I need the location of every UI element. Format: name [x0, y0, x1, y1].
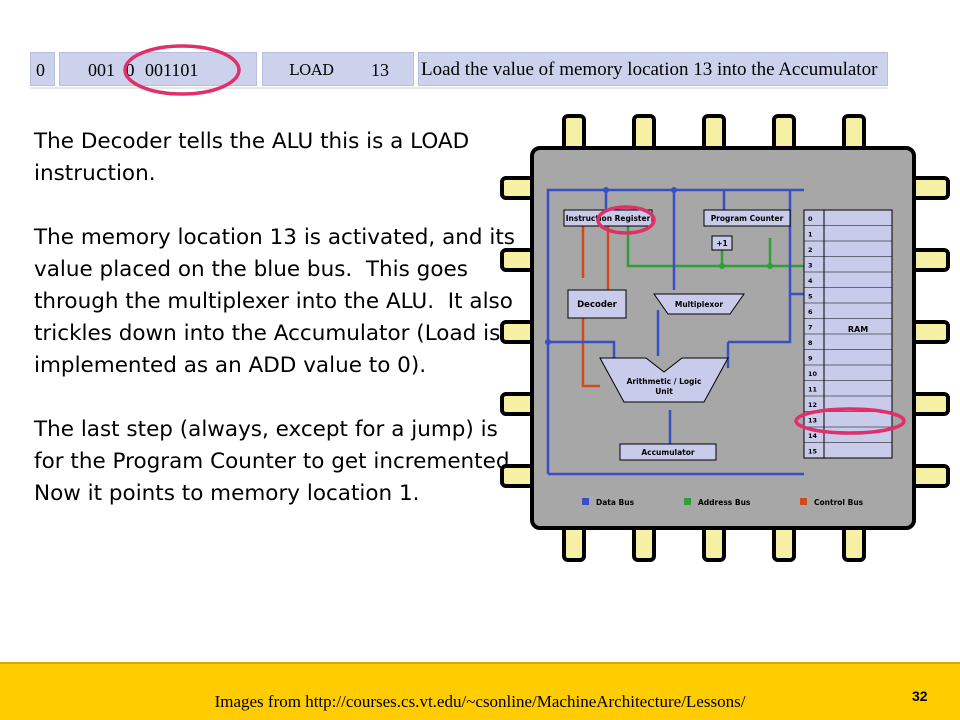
ram-address-12: 12 — [808, 401, 817, 409]
legend-control-bus-label: Control Bus — [814, 498, 864, 507]
ram-address-5: 5 — [808, 293, 813, 301]
decoder-label: Decoder — [577, 300, 618, 310]
ram-address-15: 15 — [808, 448, 818, 456]
opcode-highlight-ring — [123, 44, 241, 96]
legend-data-bus-label: Data Bus — [596, 498, 635, 507]
paragraph-memory: The memory location 13 is activated, and… — [34, 225, 515, 378]
ram-address-0: 0 — [808, 215, 813, 223]
alu-label-line1: Arithmetic / Logic — [627, 377, 702, 386]
instruction-register-label: Instruction Register — [566, 214, 651, 223]
ram-address-11: 11 — [808, 386, 818, 394]
chip-pins — [500, 114, 950, 562]
data-bus-lines — [546, 188, 804, 476]
opcode-part-a: 001 — [88, 60, 115, 80]
ram-address-6: 6 — [808, 308, 813, 316]
accumulator-label: Accumulator — [641, 448, 695, 457]
ram-address-3: 3 — [808, 262, 813, 270]
accumulator-box — [619, 443, 717, 461]
multiplexor-label: Multiplexor — [675, 300, 724, 309]
address-junctions — [719, 263, 773, 269]
image-credit: Images from http://courses.cs.vt.edu/~cs… — [214, 692, 746, 711]
instruction-operand: 13 — [371, 60, 389, 80]
bus-junctions — [545, 187, 677, 345]
opcode-part-b: 0 — [125, 60, 135, 80]
instruction-register-highlight — [596, 205, 656, 235]
instruction-opcode: 001 0 001101 — [59, 52, 257, 86]
footer-divider — [0, 662, 960, 664]
ram-address-7: 7 — [808, 324, 813, 332]
cpu-diagram: Instruction Register Program Counter +1 … — [500, 114, 950, 562]
ram-address-8: 8 — [808, 339, 813, 347]
alu-shape — [599, 357, 729, 403]
ram-address-14: 14 — [808, 432, 818, 440]
instruction-address: 0 — [30, 52, 55, 86]
explanation-text: The Decoder tells the ALU this is a LOAD… — [34, 126, 524, 510]
bus-legend: Data Bus Address Bus Control Bus — [582, 498, 864, 507]
footer-bar — [0, 662, 960, 720]
instruction-mnemonic: LOAD — [289, 61, 335, 79]
ram-address-9: 9 — [808, 355, 813, 363]
instruction-description: Load the value of memory location 13 int… — [418, 52, 888, 86]
legend-address-bus-swatch — [684, 498, 691, 505]
paragraph-decoder: The Decoder tells the ALU this is a LOAD… — [34, 129, 477, 186]
multiplexor-shape — [653, 293, 745, 315]
legend-data-bus-swatch — [582, 498, 589, 505]
legend-address-bus-label: Address Bus — [698, 498, 751, 507]
alu-label-line2: Unit — [655, 387, 673, 396]
decoder-box — [567, 289, 627, 319]
ram-address-2: 2 — [808, 246, 813, 254]
instruction-strip: 0 001 0 001101 LOAD 13 Load the value of… — [30, 52, 888, 89]
page-number: 32 — [912, 688, 928, 704]
ram-address-10: 10 — [808, 370, 818, 378]
ram-location-13-highlight — [794, 407, 906, 435]
legend-control-bus-swatch — [800, 498, 807, 505]
ram-address-4: 4 — [808, 277, 813, 285]
strip-underline — [30, 87, 888, 89]
opcode-part-c: 001101 — [145, 60, 199, 80]
incrementer-label: +1 — [716, 239, 728, 248]
ram-label: RAM — [848, 325, 868, 334]
program-counter-label: Program Counter — [711, 214, 784, 223]
instruction-mnemonic-cell: LOAD 13 — [262, 52, 414, 86]
ram-address-1: 1 — [808, 231, 813, 239]
ram-address-13: 13 — [808, 417, 817, 425]
incrementer-box — [711, 235, 733, 251]
paragraph-program-counter: The last step (always, except for a jump… — [34, 417, 530, 506]
program-counter-box — [703, 209, 791, 227]
